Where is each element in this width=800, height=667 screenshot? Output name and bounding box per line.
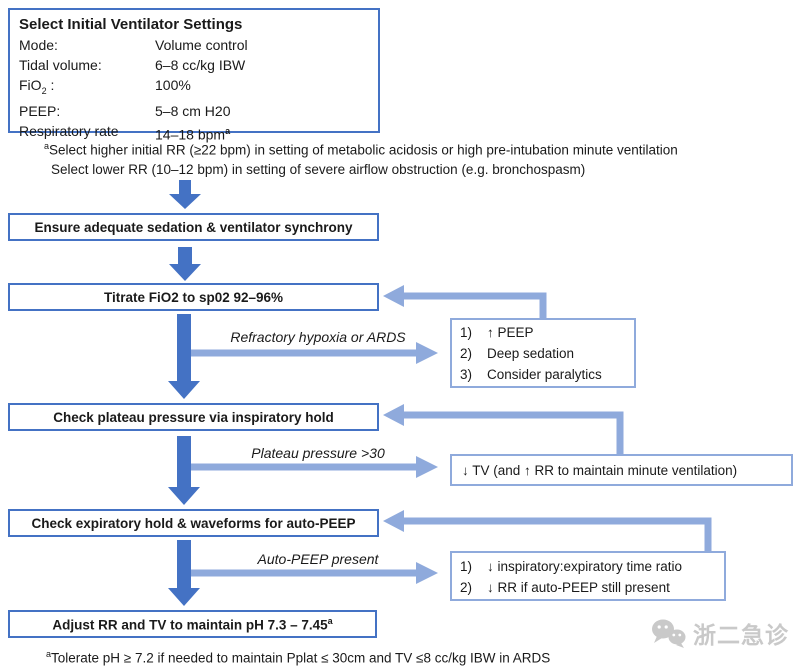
branch-arrow-2-head xyxy=(416,456,438,478)
return-arrow-2-head xyxy=(383,404,404,426)
return-arrow-3-head xyxy=(383,510,404,532)
action-item: 3) Consider paralytics xyxy=(460,367,602,382)
footnote-line-2: Select lower RR (10–12 bpm) in setting o… xyxy=(51,161,586,177)
condition-refractory-hypoxia: Refractory hypoxia or ARDS xyxy=(230,329,406,345)
action-item: 1) ↑ PEEP xyxy=(460,325,534,340)
initial-settings-box: Select Initial Ventilator Settings Mode:… xyxy=(8,8,380,142)
branch-arrow-1-head xyxy=(416,342,438,364)
setting-value: 100% xyxy=(155,77,191,93)
watermark-text: 浙二急诊 xyxy=(693,622,789,648)
step-label: Titrate FiO2 to sp02 92–96% xyxy=(103,289,284,305)
down-arrow-5 xyxy=(168,540,200,606)
step-adjust-rr-tv: Adjust RR and TV to maintain pH 7.3 – 7.… xyxy=(8,610,377,638)
return-arrow-1 xyxy=(404,292,547,318)
setting-value: 6–8 cc/kg IBW xyxy=(155,57,246,73)
setting-value: Volume control xyxy=(155,37,248,53)
setting-row-respiratory-rate: Respiratory rate 14–18 bpma xyxy=(19,121,372,145)
setting-value: 14–18 bpma xyxy=(155,125,231,143)
action-item: ↓ TV (and ↑ RR to maintain minute ventil… xyxy=(462,462,738,478)
step-titrate-fio2: Titrate FiO2 to sp02 92–96% xyxy=(8,283,379,311)
branch-arrow-3-head xyxy=(416,562,438,584)
footnote-line-1: aSelect higher initial RR (≥22 bpm) in s… xyxy=(44,141,678,158)
condition-auto-peep: Auto-PEEP present xyxy=(257,551,379,567)
step-auto-peep-check: Check expiratory hold & waveforms for au… xyxy=(8,509,379,537)
setting-row-fio2: FiO2 : 100% xyxy=(19,75,372,101)
setting-label: FiO2 : xyxy=(19,77,55,96)
setting-label: PEEP: xyxy=(19,102,61,119)
footnote-ph-tolerance: aTolerate pH ≥ 7.2 if needed to maintain… xyxy=(46,649,551,666)
down-arrow-4 xyxy=(168,436,200,505)
step-label: Check expiratory hold & waveforms for au… xyxy=(31,515,356,531)
step-label: Check plateau pressure via inspiratory h… xyxy=(53,409,334,425)
step-sedation-synchrony: Ensure adequate sedation & ventilator sy… xyxy=(8,213,379,241)
step-label: Adjust RR and TV to maintain pH 7.3 – 7.… xyxy=(52,615,333,633)
down-arrow-2 xyxy=(169,247,201,281)
condition-plateau-pressure: Plateau pressure >30 xyxy=(251,445,385,461)
action-box-plateau: ↓ TV (and ↑ RR to maintain minute ventil… xyxy=(450,454,793,486)
setting-label: Respiratory rate xyxy=(19,122,119,139)
setting-label: Mode: xyxy=(19,37,58,53)
footnote-rr-selection: aSelect higher initial RR (≥22 bpm) in s… xyxy=(44,137,792,179)
return-arrow-1-head xyxy=(383,285,404,307)
action-box-auto-peep: 1) ↓ inspiratory:expiratory time ratio 2… xyxy=(450,551,726,601)
return-arrow-2 xyxy=(404,411,624,454)
watermark: 浙二急诊 xyxy=(650,616,789,650)
action-item: 2) Deep sedation xyxy=(460,346,575,361)
return-arrow-3 xyxy=(404,517,712,551)
setting-row-mode: Mode: Volume control xyxy=(19,35,372,55)
setting-row-peep: PEEP: 5–8 cm H20 xyxy=(19,101,372,121)
action-box-hypoxia: 1) ↑ PEEP 2) Deep sedation 3) Consider p… xyxy=(450,318,636,388)
action-item: 1) ↓ inspiratory:expiratory time ratio xyxy=(460,559,683,574)
setting-row-tidal-volume: Tidal volume: 6–8 cc/kg IBW xyxy=(19,55,372,75)
step-plateau-pressure: Check plateau pressure via inspiratory h… xyxy=(8,403,379,431)
setting-label: Tidal volume: xyxy=(19,57,102,73)
setting-value: 5–8 cm H20 xyxy=(155,102,231,119)
initial-settings-title: Select Initial Ventilator Settings xyxy=(19,16,243,33)
action-item: 2) ↓ RR if auto-PEEP still present xyxy=(460,580,670,595)
down-arrow-1 xyxy=(169,180,201,209)
step-label: Ensure adequate sedation & ventilator sy… xyxy=(34,219,353,235)
wechat-icon xyxy=(652,619,686,648)
down-arrow-3 xyxy=(168,314,200,399)
